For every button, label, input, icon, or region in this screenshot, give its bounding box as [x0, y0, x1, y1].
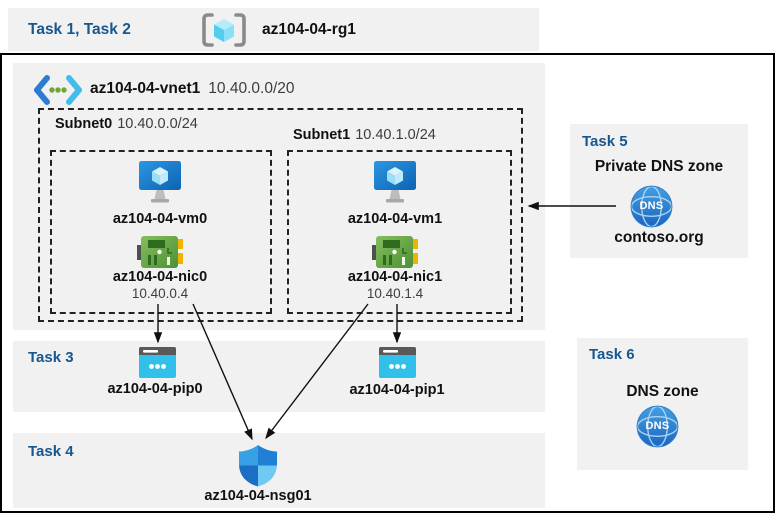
task3-band: Task 3: [13, 341, 545, 412]
task6-label: Task 6: [589, 346, 635, 363]
resource-group-band: Task 1, Task 2 az104-04-rg1: [8, 8, 539, 51]
nsg-label: az104-04-nsg01: [204, 488, 312, 504]
pip0-label: az104-04-pip0: [107, 381, 203, 397]
vm1-icon: [373, 160, 417, 206]
dns-icon-text: DNS: [645, 420, 670, 432]
private-dns-zone-name: contoso.org: [614, 229, 704, 246]
vnet-panel: [13, 63, 545, 330]
task5-label: Task 5: [582, 133, 628, 150]
private-dns-zone-title: Private DNS zone: [594, 158, 724, 175]
nic1-ip: 10.40.1.4: [366, 286, 424, 301]
dns-zone-title: DNS zone: [626, 383, 699, 400]
pip0-icon: [139, 347, 176, 378]
nic0-label: az104-04-nic0: [112, 269, 208, 285]
task-1-2-label: Task 1, Task 2: [28, 21, 131, 38]
vnet-title: az104-04-vnet1 10.40.0.0/20: [90, 80, 295, 98]
vm0-icon: [138, 160, 182, 206]
task4-band: Task 4: [13, 433, 545, 508]
subnet1-name: Subnet1: [293, 127, 351, 143]
nic0-icon: [137, 236, 183, 268]
vnet-icon: [34, 75, 82, 105]
subnet0-name: Subnet0: [55, 116, 113, 132]
nic1-label: az104-04-nic1: [347, 269, 443, 285]
task6-box: Task 6 DNS zone: [577, 338, 748, 470]
subnet1-title: Subnet1 10.40.1.0/24: [293, 127, 436, 143]
subnet1-box: [287, 150, 512, 314]
subnet1-cidr: 10.40.1.0/24: [355, 127, 436, 143]
subnet0-title: Subnet0 10.40.0.0/24: [55, 116, 198, 132]
pip1-icon: [379, 347, 416, 378]
nsg-shield-icon: [236, 444, 280, 487]
vm1-label: az104-04-vm1: [347, 211, 443, 227]
subnet0-cidr: 10.40.0.0/24: [117, 116, 198, 132]
vnet-name: az104-04-vnet1: [90, 80, 201, 97]
diagram-frame: [0, 53, 775, 513]
task4-label: Task 4: [28, 443, 74, 460]
private-dns-icon-text: DNS: [639, 200, 664, 212]
vm0-label: az104-04-vm0: [112, 211, 208, 227]
task3-label: Task 3: [28, 349, 74, 366]
subnet0-box: [50, 150, 272, 314]
pip1-label: az104-04-pip1: [349, 382, 445, 398]
resource-group-name: az104-04-rg1: [262, 21, 356, 38]
vnet-cidr: 10.40.0.0/20: [208, 80, 295, 97]
nic0-ip: 10.40.0.4: [131, 286, 189, 301]
nic1-icon: [372, 236, 418, 268]
resource-group-icon: [202, 13, 246, 47]
